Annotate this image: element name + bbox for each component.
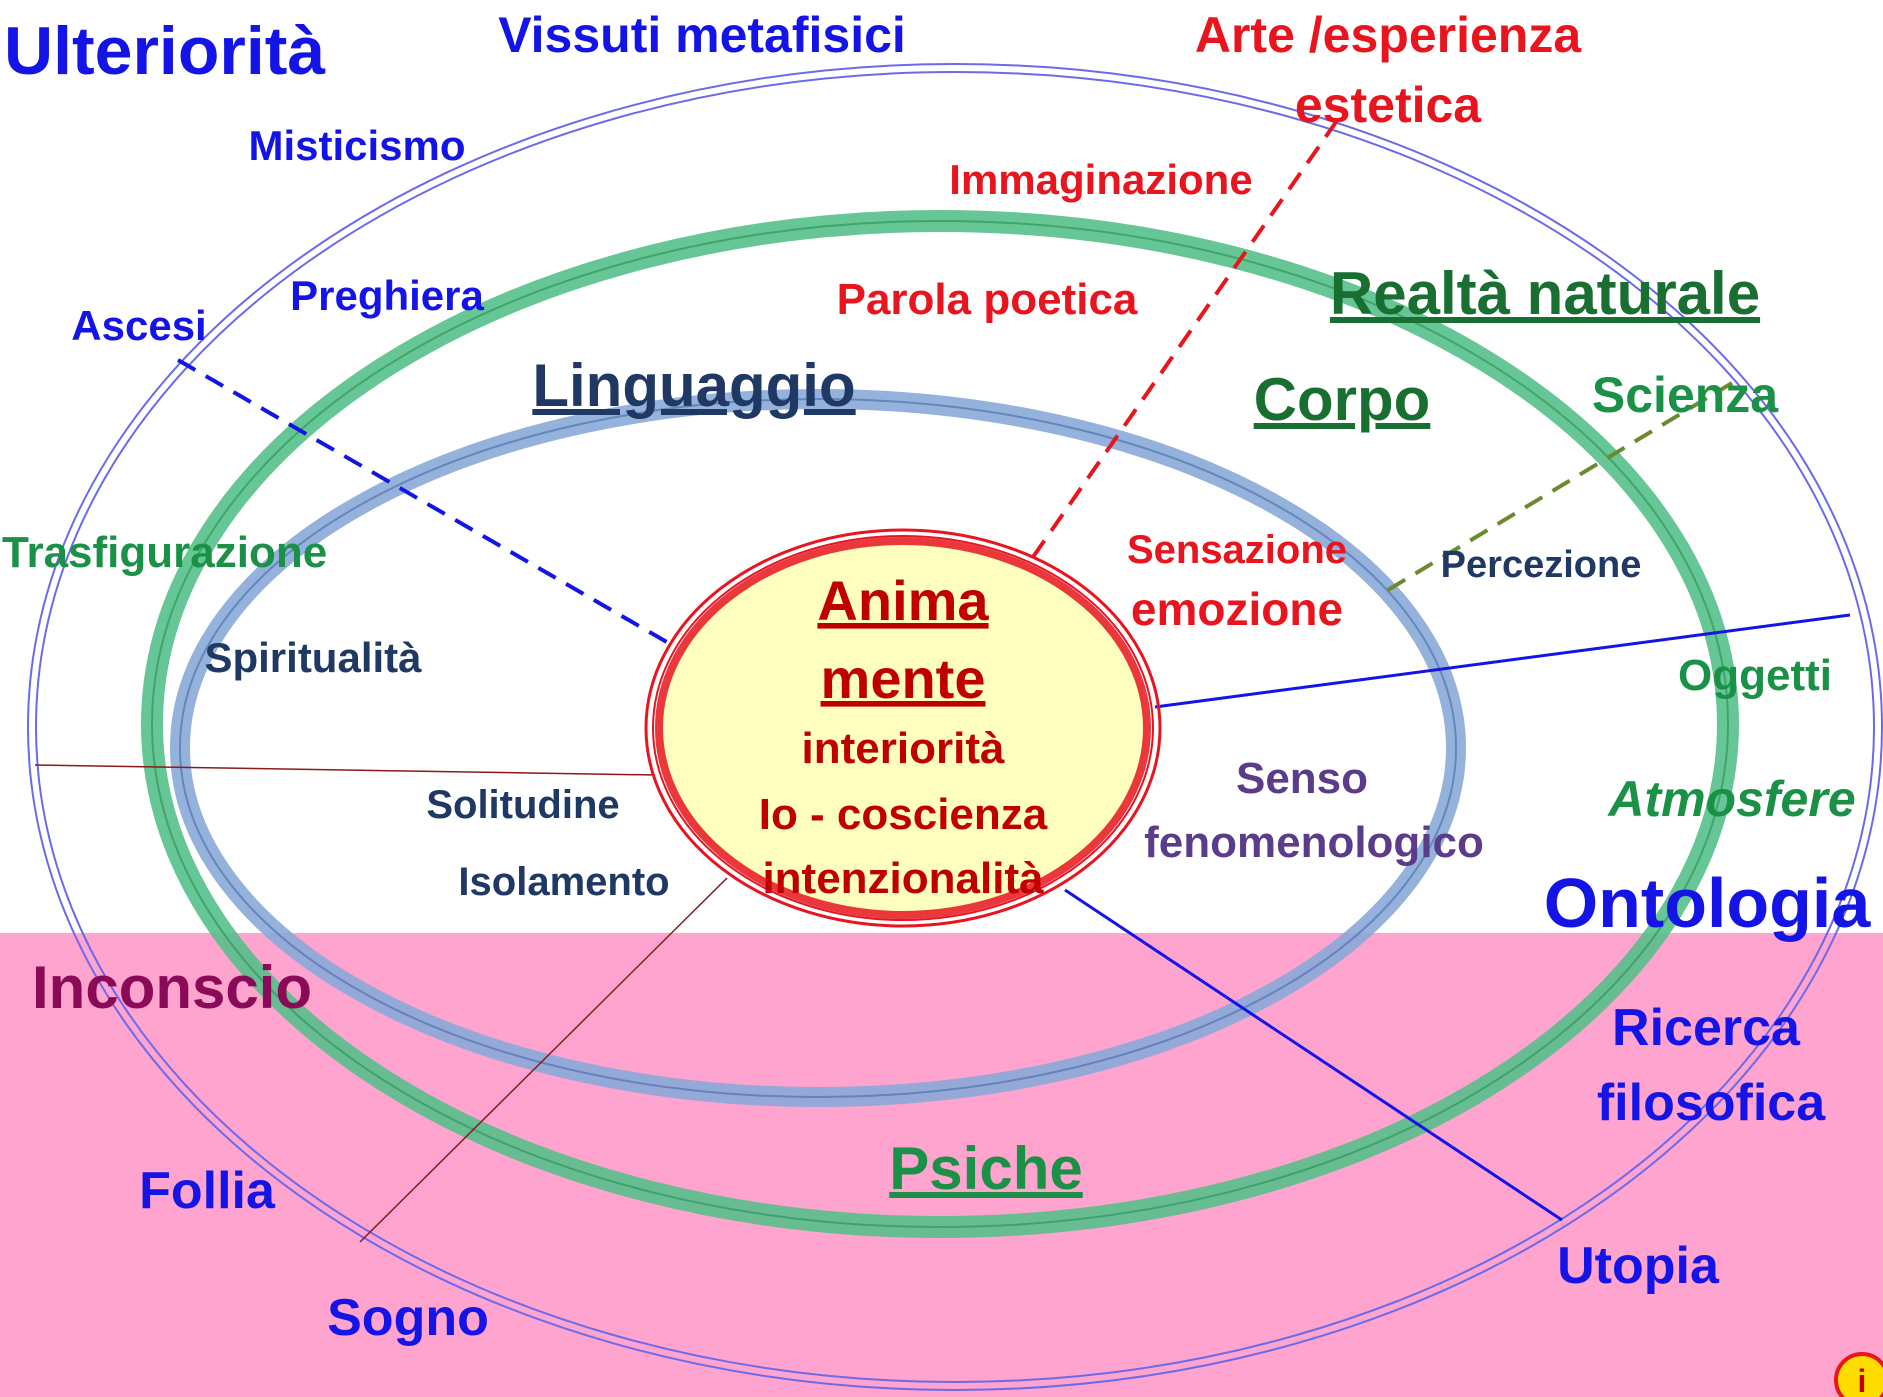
label-io-coscienza: Io - coscienza — [759, 790, 1048, 839]
label-inconscio: Inconscio — [32, 954, 312, 1021]
label-realta-naturale: Realtà naturale — [1330, 260, 1760, 327]
label-emozione: emozione — [1131, 583, 1343, 635]
label-sogno: Sogno — [327, 1289, 489, 1347]
scienza-dashed-line — [1386, 381, 1734, 592]
info-badge-label: i — [1858, 1363, 1867, 1397]
core-ring-outer — [644, 528, 1162, 928]
label-ricerca-line2: filosofica — [1597, 1074, 1826, 1132]
label-trasfigurazione: Trasfigurazione — [2, 528, 327, 577]
label-percezione: Percezione — [1441, 544, 1642, 586]
label-ontologia: Ontologia — [1544, 864, 1872, 942]
core-ellipse — [655, 537, 1151, 919]
label-senso: Senso — [1236, 754, 1368, 803]
label-utopia: Utopia — [1557, 1237, 1720, 1295]
utopia-line — [1064, 888, 1563, 1222]
arte-dashed-line — [1031, 120, 1338, 559]
unconscious-band — [0, 933, 1883, 1397]
outer-ring-inner-line — [35, 71, 1875, 1383]
label-preghiera: Preghiera — [290, 272, 484, 319]
label-mente: mente — [821, 647, 986, 710]
label-fenomenologico: fenomenologico — [1144, 818, 1484, 867]
label-vissuti-metafisici: Vissuti metafisici — [498, 7, 906, 63]
label-sensazione: Sensazione — [1127, 528, 1347, 572]
green-ring-line — [151, 220, 1729, 1228]
label-follia: Follia — [139, 1162, 276, 1220]
label-arte-line1: Arte /esperienza — [1195, 7, 1582, 63]
label-misticismo: Misticismo — [248, 122, 465, 169]
label-corpo: Corpo — [1254, 366, 1431, 433]
label-spiritualita: Spiritualità — [204, 634, 422, 681]
label-arte-line2: estetica — [1295, 77, 1482, 133]
label-atmosfere: Atmosfere — [1606, 771, 1855, 827]
label-solitudine: Solitudine — [426, 783, 619, 827]
sogno-line — [359, 877, 728, 1243]
info-badge-icon[interactable] — [1834, 1352, 1883, 1397]
outer-ring — [27, 63, 1883, 1391]
label-oggetti: Oggetti — [1678, 651, 1832, 700]
solitudine-line — [34, 764, 656, 776]
oggetti-line — [1154, 613, 1851, 709]
label-isolamento: Isolamento — [458, 860, 669, 904]
label-scienza: Scienza — [1592, 367, 1779, 423]
label-ulteriorita: Ulteriorità — [4, 13, 325, 89]
label-ricerca-line1: Ricerca — [1612, 999, 1801, 1057]
label-parola-poetica: Parola poetica — [837, 275, 1138, 324]
label-anima: Anima — [817, 569, 989, 632]
blue-ring-line — [179, 398, 1457, 1098]
label-psiche: Psiche — [889, 1135, 1082, 1202]
label-linguaggio: Linguaggio — [532, 352, 855, 419]
label-interiorita: interiorità — [802, 724, 1005, 773]
label-intenzionalita: intenzionalità — [762, 854, 1044, 903]
label-ascesi: Ascesi — [71, 302, 206, 349]
core-ring-inner — [652, 535, 1154, 921]
label-immaginazione: Immaginazione — [949, 156, 1252, 203]
